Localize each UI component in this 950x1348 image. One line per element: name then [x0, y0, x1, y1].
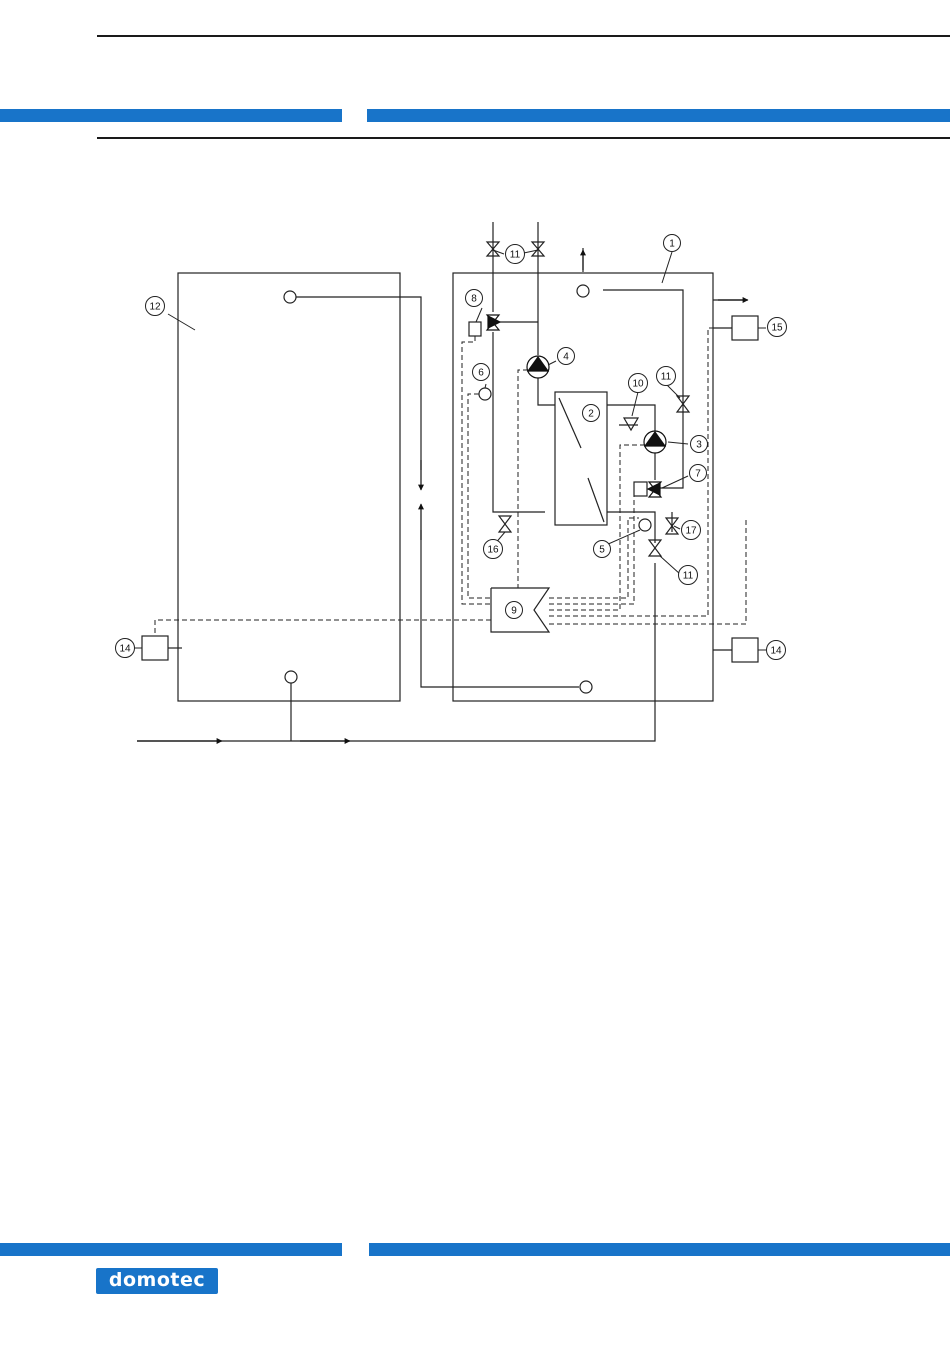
station-housing — [453, 273, 713, 701]
footer-band-left — [0, 1243, 342, 1256]
monitor-14-right — [732, 638, 758, 662]
actuator-7 — [634, 482, 647, 496]
callout-label: 7 — [695, 469, 701, 480]
sensor-5 — [639, 519, 651, 531]
callout-label: 14 — [770, 646, 782, 657]
callout-label: 11 — [683, 571, 694, 582]
callout-label: 3 — [696, 440, 702, 451]
callout-label: 17 — [685, 526, 697, 537]
tank-bottom-sensor — [285, 671, 297, 683]
check-valve-icon — [624, 418, 638, 430]
callout-label: 2 — [588, 409, 594, 420]
sensor-6 — [479, 388, 491, 400]
callout-label: 6 — [478, 368, 484, 379]
domotec-logo: domotec — [96, 1268, 218, 1294]
callout-label: 8 — [471, 294, 477, 305]
actuator-8 — [469, 322, 481, 336]
callout-label: 14 — [119, 644, 131, 655]
callout-label: 10 — [632, 379, 644, 390]
monitor-15 — [732, 316, 758, 340]
footer-band-right — [369, 1243, 950, 1256]
return-sensor — [580, 681, 592, 693]
callout-label: 9 — [511, 606, 517, 617]
callout-label: 11 — [661, 372, 672, 383]
callout-label: 11 — [510, 250, 521, 261]
outlet-sensor — [577, 285, 589, 297]
valve-icon — [499, 516, 511, 532]
storage-tank — [178, 273, 400, 701]
callout-label: 1 — [669, 239, 675, 250]
callout-label: 5 — [599, 545, 605, 556]
callout-label: 4 — [563, 352, 569, 363]
monitor-14-left — [142, 636, 168, 660]
callout-label: 12 — [149, 302, 161, 313]
callout-label: 15 — [771, 323, 783, 334]
callout-label: 16 — [487, 545, 499, 556]
tank-top-sensor — [284, 291, 296, 303]
logo-text: domotec — [109, 1271, 205, 1290]
